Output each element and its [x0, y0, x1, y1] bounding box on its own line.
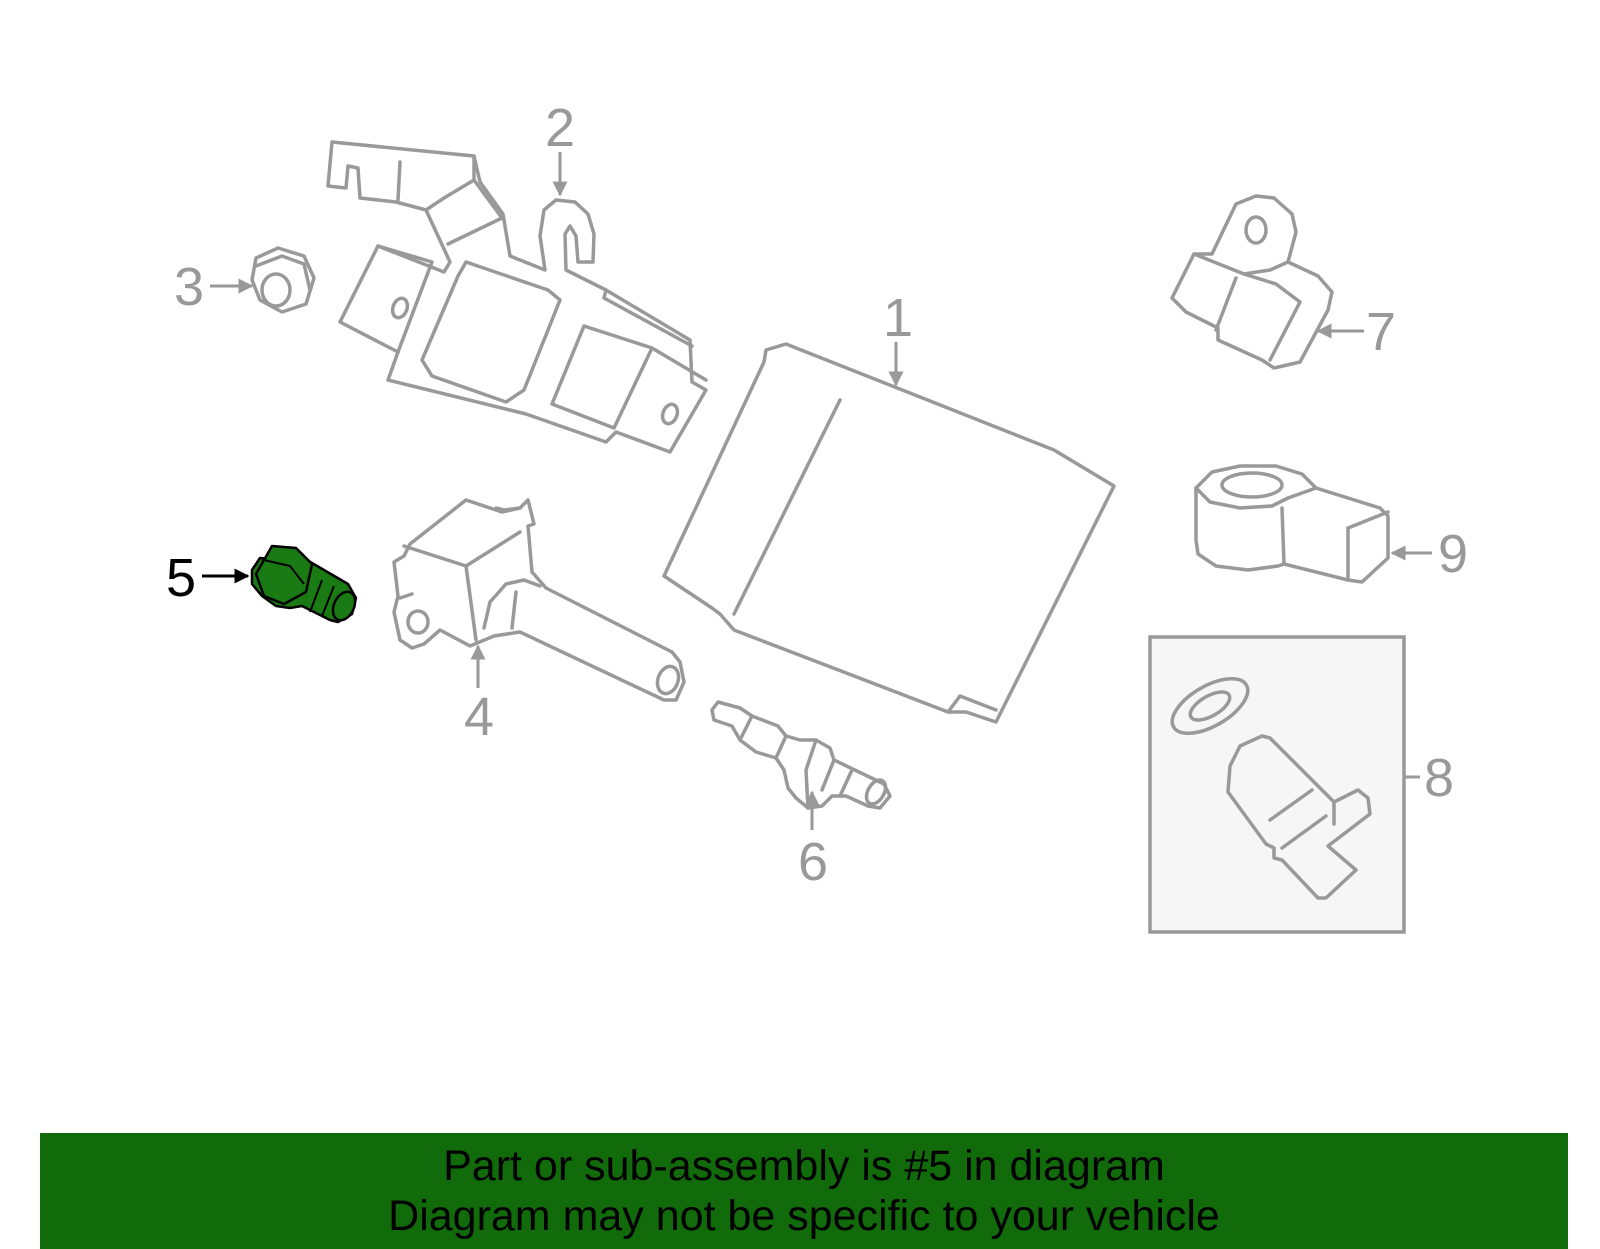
part-3-nut[interactable]: [250, 246, 316, 314]
part-2-bracket[interactable]: [326, 140, 708, 454]
banner-line-1: Part or sub-assembly is #5 in diagram: [443, 1142, 1165, 1190]
callout-5[interactable]: 5: [166, 548, 196, 608]
callout-6[interactable]: 6: [798, 832, 828, 892]
callout-4[interactable]: 4: [464, 687, 494, 747]
callout-2[interactable]: 2: [545, 98, 575, 158]
leader-lines: [202, 152, 1432, 830]
part-4-ignition-coil[interactable]: [392, 498, 686, 702]
callout-7[interactable]: 7: [1366, 302, 1396, 362]
callout-1[interactable]: 1: [883, 288, 913, 348]
part-5-bolt-highlighted[interactable]: [250, 544, 359, 624]
part-1-module[interactable]: [662, 342, 1116, 724]
callout-3[interactable]: 3: [174, 257, 204, 317]
info-banner: Part or sub-assembly is #5 in diagram Di…: [40, 1133, 1568, 1249]
callout-9[interactable]: 9: [1438, 524, 1468, 584]
part-7-sensor[interactable]: [1170, 194, 1334, 370]
callout-8[interactable]: 8: [1424, 748, 1454, 808]
part-9-knock-sensor[interactable]: [1194, 464, 1390, 584]
part-8-sensor-kit[interactable]: [1148, 635, 1406, 934]
part-6-sensor[interactable]: [710, 700, 892, 810]
banner-line-2: Diagram may not be specific to your vehi…: [388, 1192, 1220, 1240]
